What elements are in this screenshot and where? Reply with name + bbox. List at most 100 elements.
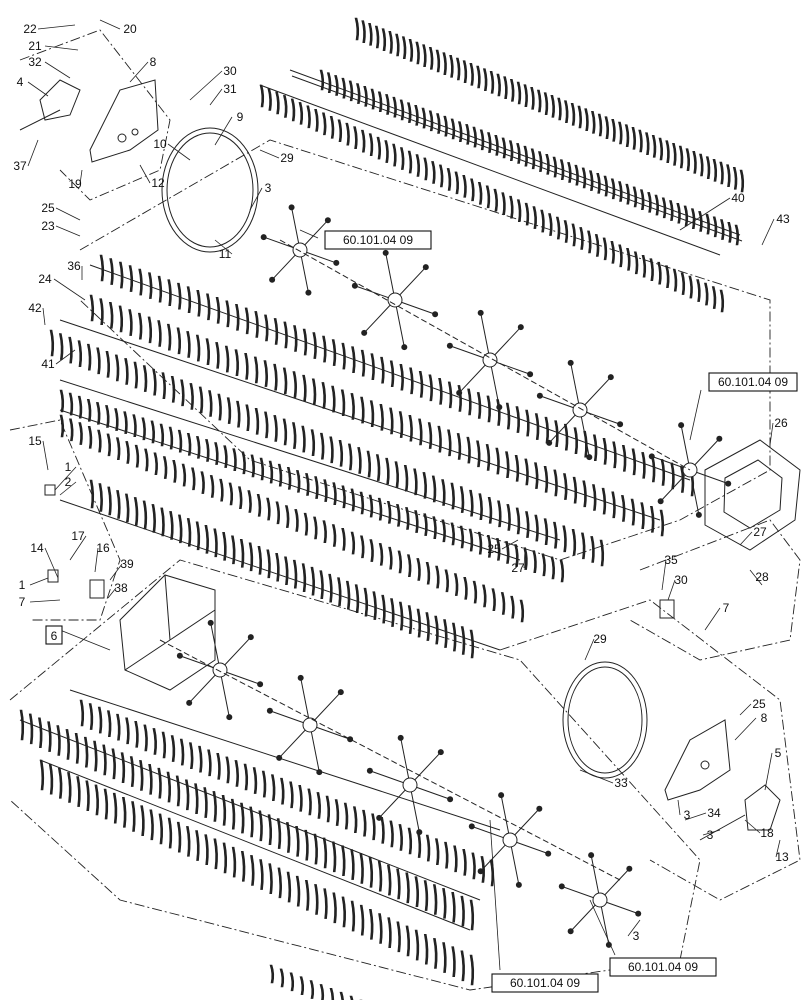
callout-leader: [259, 149, 280, 159]
reel-tine: [286, 466, 292, 490]
reel-tine: [599, 539, 605, 567]
reel-tine: [118, 305, 124, 333]
reel-tine: [469, 629, 475, 659]
reel-tine: [545, 153, 550, 175]
reel-tine: [270, 774, 276, 801]
reel-tine: [632, 186, 638, 208]
reel-tine: [388, 31, 393, 54]
reference-callout[interactable]: 60.101.04 09: [324, 230, 432, 250]
reel-tine: [672, 268, 678, 292]
reel-tine: [497, 500, 502, 528]
reel-tine: [49, 329, 55, 357]
callout-leader: [702, 829, 721, 836]
reel-tine: [167, 817, 173, 849]
callout-leader: [209, 88, 223, 106]
assembly-outlines: [9, 29, 801, 991]
reel-tine: [120, 752, 126, 783]
reel-tine: [477, 531, 483, 555]
reel-tine: [137, 312, 143, 340]
reel-tine: [354, 584, 360, 613]
svg-text:60.101.04 09: 60.101.04 09: [343, 233, 413, 247]
reel-tine: [392, 143, 397, 167]
reel-tine: [638, 129, 643, 153]
callout-19: 19: [68, 177, 82, 191]
reel-tine: [332, 482, 337, 506]
reel-tine: [368, 133, 374, 156]
callout-31: 31: [223, 82, 237, 96]
reel-tine: [696, 279, 701, 302]
reel-tine: [334, 75, 339, 96]
callout-33: 33: [614, 776, 628, 790]
reel-tine: [487, 132, 492, 153]
reel-tine: [407, 605, 413, 634]
reel-tine: [451, 891, 456, 923]
reel-tine: [106, 433, 112, 457]
reel-tine: [428, 47, 434, 70]
reel-tine: [665, 140, 670, 163]
reel-tine: [639, 189, 645, 210]
reel-tine: [204, 834, 209, 865]
reel-tine: [645, 132, 650, 155]
callout-leader: [37, 24, 76, 30]
reel-tine: [462, 60, 468, 83]
left-cam-ring: [161, 127, 259, 253]
reference-callout[interactable]: 60.101.04 09: [491, 973, 599, 993]
reel-tine: [536, 89, 542, 113]
callout-28: 28: [755, 570, 769, 584]
reel-tine: [505, 451, 510, 478]
reel-tine: [157, 275, 163, 303]
reel-tine: [314, 476, 319, 499]
reel-tine: [361, 20, 366, 43]
reel-tine: [385, 457, 390, 485]
reel-tine: [366, 450, 372, 478]
reel-tine: [380, 356, 385, 384]
reel-tine: [157, 767, 162, 799]
reel-tine: [405, 925, 411, 957]
reel-tine: [395, 504, 401, 527]
reel-tine: [500, 592, 506, 615]
svg-text:60.101.04 09: 60.101.04 09: [628, 960, 698, 974]
reel-tine: [436, 113, 441, 134]
reel-tine: [369, 539, 374, 562]
reel-tine: [311, 378, 317, 406]
callout-8: 8: [761, 711, 768, 725]
reel-tine: [698, 211, 703, 232]
reel-tine: [295, 875, 301, 907]
reel-tine: [295, 470, 301, 493]
reel-tine: [276, 818, 282, 849]
reel-tine: [124, 358, 129, 385]
reel-tine: [423, 513, 428, 536]
reference-boxes: 60.101.04 09 60.101.04 09 60.101.04 09 60.1…: [45, 230, 798, 993]
reel-tine: [587, 230, 592, 254]
reel-tine: [395, 33, 400, 57]
reel-tine: [650, 455, 656, 483]
reel-tine: [594, 234, 600, 257]
callout-leader: [584, 638, 595, 661]
reel-tine: [363, 86, 368, 107]
reference-callout[interactable]: 60.101.04 09: [609, 957, 717, 977]
reel-tine: [341, 527, 346, 551]
reel-tine: [525, 511, 530, 538]
reel-tine: [294, 509, 299, 532]
reference-callout[interactable]: 60.101.04 09: [708, 372, 798, 392]
reel-tine: [205, 338, 211, 366]
reel-tine: [379, 404, 384, 431]
reel-spider: [176, 619, 264, 721]
reel-tine: [563, 473, 568, 500]
reel-tine: [534, 462, 539, 489]
reel-tine: [178, 514, 183, 544]
reel-tine: [398, 824, 403, 851]
callout-leader: [42, 440, 49, 471]
reel-tine: [363, 587, 369, 617]
reel-tine: [647, 192, 652, 213]
reel-tine: [494, 134, 499, 156]
reel-tine: [151, 504, 156, 533]
reel-tine: [557, 97, 562, 121]
reel-tine: [541, 553, 546, 577]
svg-text:60.101.04 09: 60.101.04 09: [510, 976, 580, 990]
reel-tine: [114, 354, 120, 382]
reel-tine: [476, 65, 481, 89]
reel-tine: [416, 608, 422, 638]
callout-leader: [27, 81, 49, 97]
